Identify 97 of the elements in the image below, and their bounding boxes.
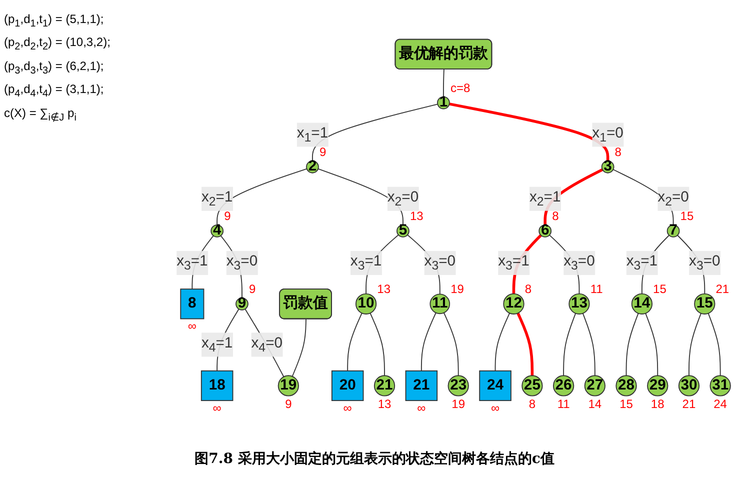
node-circle: 31 bbox=[710, 376, 731, 397]
connector bbox=[645, 313, 658, 376]
penalty-value: 8 bbox=[552, 210, 559, 222]
penalty-value: 21 bbox=[682, 398, 696, 410]
connector bbox=[443, 312, 459, 376]
penalty-value: 15 bbox=[653, 283, 666, 296]
formula-text: (p$_{1}$,d$_{1}$,t$_{1}$) = (5,1,1); bbox=[4, 12, 105, 30]
penalty-value: 18 bbox=[650, 398, 664, 410]
connector bbox=[516, 312, 534, 376]
node-circle: 7 bbox=[666, 224, 680, 238]
formula-text: (p$_{4}$,d$_{4}$,t$_{4}$) = (3,1,1); bbox=[4, 82, 105, 100]
penalty-value: 11 bbox=[590, 283, 603, 296]
node-circle: 19 bbox=[278, 376, 299, 397]
edge-label: x$_{1}$=0 bbox=[592, 126, 624, 145]
node-circle: 4 bbox=[210, 224, 224, 238]
node-circle: 27 bbox=[584, 376, 606, 397]
edge-label: x$_{4}$=1 bbox=[201, 336, 233, 355]
edge-label: x$_{3}$=0 bbox=[424, 254, 456, 273]
edge-label: x$_{3}$=0 bbox=[689, 254, 720, 273]
penalty-value: 21 bbox=[716, 283, 730, 296]
penalty-value: 14 bbox=[588, 398, 602, 410]
edge-label: x$_{2}$=1 bbox=[529, 190, 561, 209]
connector bbox=[292, 319, 306, 378]
connector bbox=[494, 313, 510, 372]
connector bbox=[420, 312, 436, 372]
node-circle: 9 bbox=[236, 298, 248, 311]
penalty-value: 13 bbox=[378, 398, 392, 410]
formula-text: c(X) = ∑$_{i∉J}$ p$_{i}$ bbox=[4, 106, 78, 123]
node-box: 18 bbox=[200, 370, 234, 402]
connector bbox=[582, 313, 596, 376]
connector bbox=[347, 313, 362, 372]
node-circle: 25 bbox=[522, 376, 543, 397]
penalty-value: 19 bbox=[450, 283, 464, 296]
edge-label: x$_{3}$=1 bbox=[176, 254, 208, 273]
edge-label: x$_{3}$=0 bbox=[564, 254, 595, 273]
formula-text: (p$_{2}$,d$_{2}$,t$_{2}$) = (10,3,2); bbox=[4, 35, 112, 53]
edge-label: x$_{4}$=0 bbox=[251, 336, 282, 355]
node-circle: 29 bbox=[647, 376, 668, 397]
connector bbox=[626, 313, 639, 376]
penalty-value: ∞ bbox=[490, 402, 500, 414]
connector bbox=[244, 309, 284, 378]
node-circle: 2 bbox=[306, 160, 319, 174]
formula-text: (p$_{3}$,d$_{3}$,t$_{3}$) = (6,2,1); bbox=[4, 58, 105, 76]
node-circle: 11 bbox=[430, 294, 450, 315]
edge-label: x$_{3}$=1 bbox=[626, 254, 658, 273]
connector bbox=[708, 313, 721, 376]
node-circle: 26 bbox=[552, 376, 574, 397]
penalty-value: 9 bbox=[248, 283, 256, 296]
node-box: 20 bbox=[331, 370, 364, 402]
node-circle: 28 bbox=[616, 376, 637, 397]
node-circle: 3 bbox=[601, 160, 614, 174]
penalty-value: 13 bbox=[377, 283, 390, 296]
connector bbox=[563, 313, 576, 376]
penalty-value: 24 bbox=[714, 398, 727, 410]
node-circle: 15 bbox=[694, 294, 716, 315]
connector bbox=[443, 69, 444, 98]
connector bbox=[449, 103, 610, 162]
edge-label: x$_{2}$=1 bbox=[201, 190, 233, 209]
edge-label: x$_{3}$=1 bbox=[350, 254, 382, 273]
penalty-value: 8 bbox=[524, 283, 532, 296]
node-circle: 5 bbox=[396, 224, 410, 238]
penalty-value: 9 bbox=[319, 146, 326, 158]
node-circle: 14 bbox=[631, 294, 653, 315]
penalty-value: 8 bbox=[614, 146, 622, 158]
edge-label: x$_{3}$=0 bbox=[226, 254, 258, 273]
node-circle: 23 bbox=[448, 376, 469, 397]
connector bbox=[688, 313, 702, 376]
penalty-value: 11 bbox=[557, 398, 570, 410]
penalty-value: 15 bbox=[680, 210, 694, 222]
node-circle: 10 bbox=[355, 294, 377, 315]
edge-label: x$_{2}$=0 bbox=[658, 190, 689, 209]
node-circle: 21 bbox=[374, 376, 396, 397]
node-circle: 13 bbox=[568, 294, 590, 315]
edge-label: x$_{2}$=0 bbox=[387, 190, 419, 209]
penalty-value: 9 bbox=[224, 210, 231, 222]
penalty-value: ∞ bbox=[212, 402, 222, 414]
connector bbox=[312, 104, 438, 162]
figure-caption: 图7.8 采用大小固定的元组表示的状态空间树各结点的c值 bbox=[194, 450, 556, 468]
penalty-value: 9 bbox=[285, 398, 292, 410]
node-box: 21 bbox=[405, 370, 438, 402]
node-circle: 30 bbox=[678, 376, 700, 397]
edge-label: x$_{3}$=1 bbox=[498, 254, 530, 273]
penalty-value: 19 bbox=[452, 398, 466, 410]
penalty-value: 15 bbox=[620, 398, 633, 410]
connector bbox=[370, 313, 385, 376]
node-box: 8 bbox=[180, 289, 204, 320]
penalty-value: ∞ bbox=[417, 402, 426, 414]
node-circle: 6 bbox=[538, 224, 552, 238]
node-box: 24 bbox=[479, 370, 512, 402]
penalty-value: c=8 bbox=[450, 82, 470, 94]
node-circle: 12 bbox=[503, 294, 524, 315]
node-circle: 1 bbox=[437, 96, 450, 110]
penalty-value: 13 bbox=[410, 210, 424, 222]
penalty-value: ∞ bbox=[188, 320, 196, 332]
penalty-value: 8 bbox=[528, 398, 536, 410]
edge-label: x$_{1}$=1 bbox=[296, 126, 328, 145]
penalty-value: ∞ bbox=[343, 402, 352, 414]
